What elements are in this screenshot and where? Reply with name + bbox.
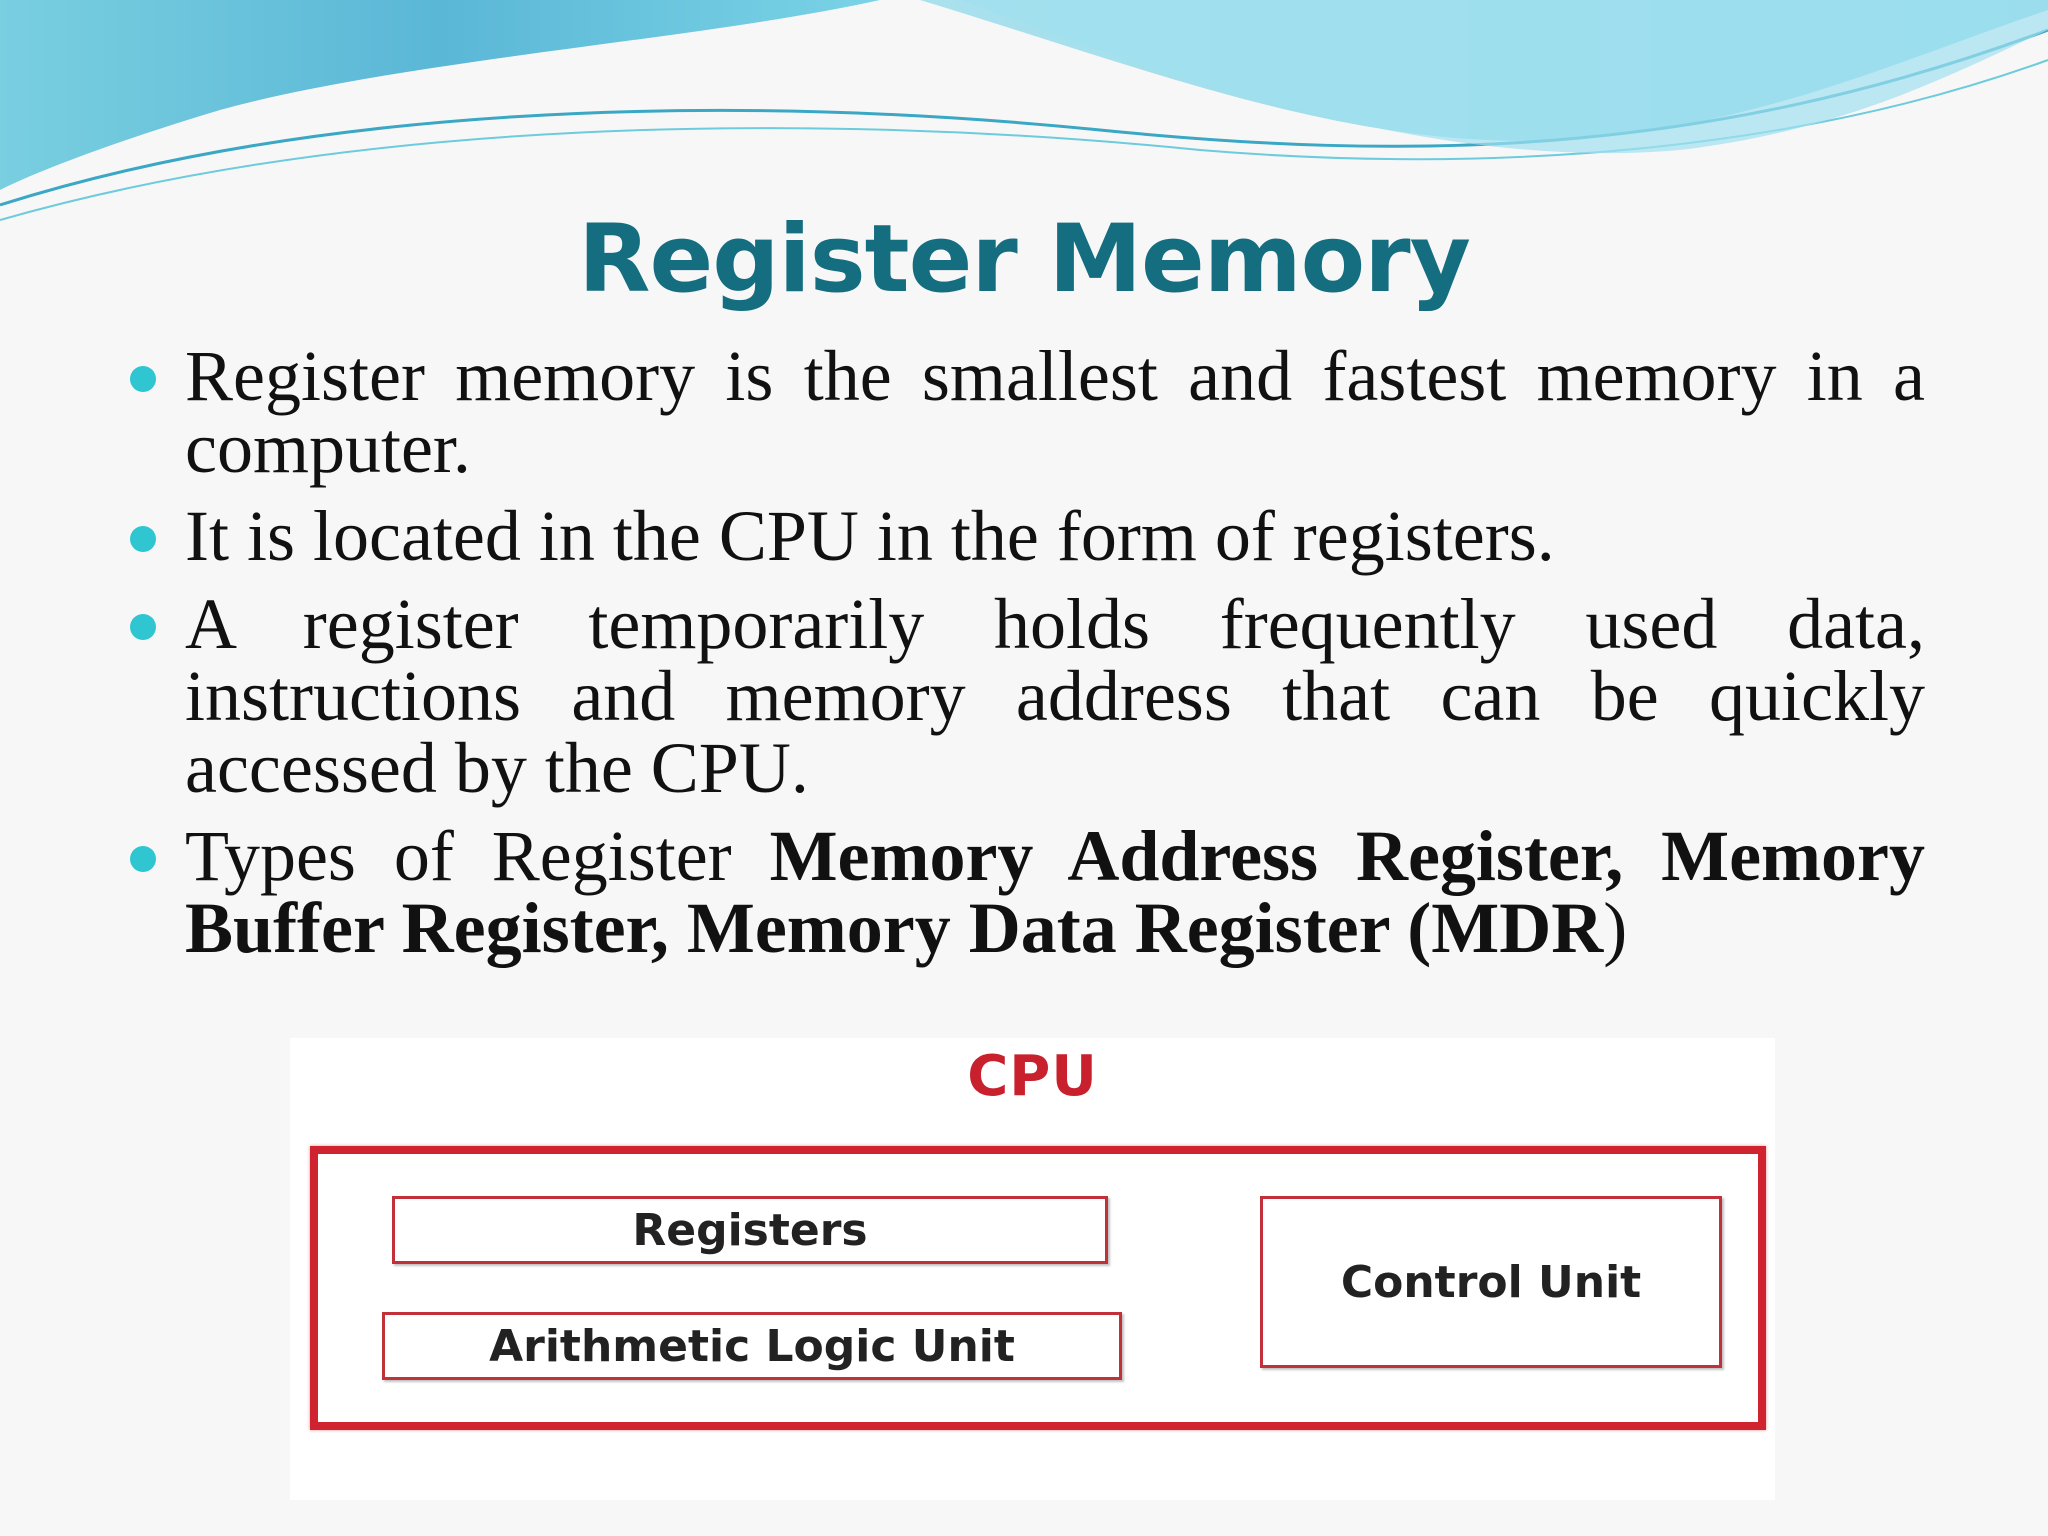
- bullet-item: Types of Register Memory Address Registe…: [130, 820, 1925, 964]
- bullet-dot-icon: [130, 526, 156, 552]
- registers-box: Registers: [392, 1196, 1108, 1264]
- bullet-item: A register temporarily holds frequently …: [130, 588, 1925, 804]
- bullet-dot-icon: [130, 366, 156, 392]
- bullet-text: Types of Register Memory Address Registe…: [185, 816, 1925, 968]
- alu-box: Arithmetic Logic Unit: [382, 1312, 1122, 1380]
- bullet-item: It is located in the CPU in the form of …: [130, 500, 1925, 572]
- bullet-text: Register memory is the smallest and fast…: [185, 336, 1925, 488]
- bullet-bold-text: Memory Address Register, Memory Buffer R…: [185, 816, 1925, 968]
- control-unit-box: Control Unit: [1260, 1196, 1722, 1368]
- bullet-dot-icon: [130, 846, 156, 872]
- cpu-frame: Registers Arithmetic Logic Unit Control …: [310, 1146, 1766, 1430]
- bullet-dot-icon: [130, 614, 156, 640]
- cpu-label: CPU: [967, 1044, 1098, 1109]
- bullet-text: A register temporarily holds frequently …: [185, 584, 1925, 808]
- bullet-lead-text: Types of Register: [185, 816, 770, 896]
- decorative-wave-header: [0, 0, 2048, 221]
- bullet-list: Register memory is the smallest and fast…: [130, 340, 1925, 980]
- cpu-diagram: CPU Registers Arithmetic Logic Unit Cont…: [290, 1038, 1775, 1500]
- bullet-text: It is located in the CPU in the form of …: [185, 496, 1555, 576]
- slide-title: Register Memory: [578, 205, 1471, 314]
- bullet-tail-text: ): [1603, 888, 1628, 968]
- bullet-item: Register memory is the smallest and fast…: [130, 340, 1925, 484]
